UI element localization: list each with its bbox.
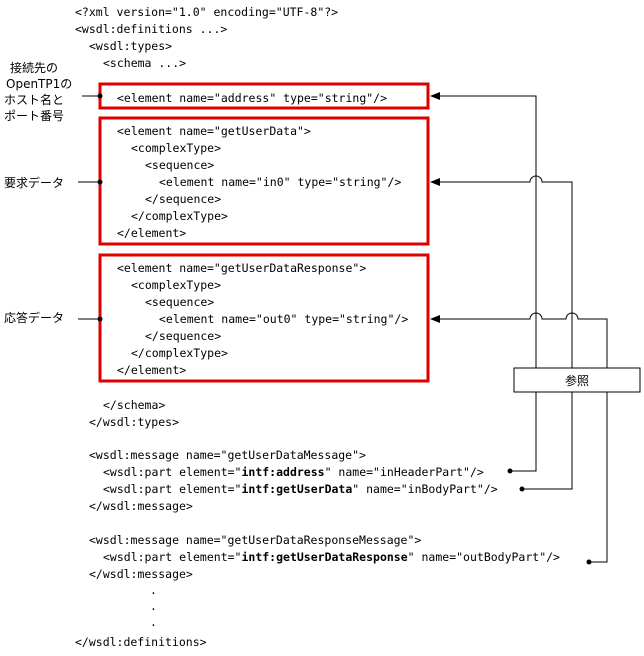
host-port-label-line: 接続先の bbox=[10, 60, 58, 75]
part2-ref: intf:getUserData bbox=[241, 482, 352, 496]
response-element-close: </element> bbox=[117, 363, 186, 377]
part3-suffix: " name="outBodyPart"/> bbox=[408, 550, 560, 564]
ellipsis-dot: . bbox=[150, 583, 157, 597]
getuserdata-complex-open: <complexType> bbox=[131, 141, 221, 155]
part3-prefix: <wsdl:part element=" bbox=[103, 550, 241, 564]
response-reference-connector bbox=[430, 312, 608, 563]
reference-label: 参照 bbox=[565, 373, 589, 388]
getuserdata-complex-close: </complexType> bbox=[131, 209, 228, 223]
definitions-open-line: <wsdl:definitions ...> bbox=[75, 22, 227, 36]
host-port-label-line: ポート番号 bbox=[4, 109, 64, 123]
types-open-line: <wsdl:types> bbox=[89, 39, 172, 53]
types-close-line: </wsdl:types> bbox=[89, 415, 179, 429]
getuserdata-sequence-close: </sequence> bbox=[145, 192, 221, 206]
element-address-line: <element name="address" type="string"/> bbox=[117, 91, 387, 105]
message1-part1-line: <wsdl:part element="intf:address" name="… bbox=[103, 465, 484, 479]
response-sequence-close: </sequence> bbox=[145, 329, 221, 343]
host-port-label-line: ホスト名と bbox=[4, 92, 64, 107]
message1-close-line: </wsdl:message> bbox=[89, 499, 193, 513]
part2-prefix: <wsdl:part element=" bbox=[103, 482, 241, 496]
ellipsis-dot: . bbox=[150, 599, 157, 613]
message2-close-line: </wsdl:message> bbox=[89, 567, 193, 581]
getuserdata-element-close: </element> bbox=[117, 226, 186, 240]
response-inner-element: <element name="out0" type="string"/> bbox=[159, 312, 408, 326]
schema-open-line: <schema ...> bbox=[103, 56, 186, 70]
response-leader-dot bbox=[97, 316, 103, 322]
message2-part-line: <wsdl:part element="intf:getUserDataResp… bbox=[103, 550, 560, 564]
response-sequence-open: <sequence> bbox=[145, 295, 214, 309]
getuserdata-inner-element: <element name="in0" type="string"/> bbox=[159, 175, 401, 189]
part1-prefix: <wsdl:part element=" bbox=[103, 465, 241, 479]
message2-open-line: <wsdl:message name="getUserDataResponseM… bbox=[89, 533, 421, 547]
definitions-close-line: </wsdl:definitions> bbox=[75, 635, 207, 649]
response-element-open: <element name="getUserDataResponse"> bbox=[117, 261, 366, 275]
address-reference-connector bbox=[430, 92, 537, 472]
part1-ref: intf:address bbox=[241, 465, 324, 479]
host-port-leader-dot bbox=[97, 93, 103, 99]
message1-open-line: <wsdl:message name="getUserDataMessage"> bbox=[89, 448, 366, 462]
part3-ref: intf:getUserDataResponse bbox=[241, 550, 407, 564]
response-reference-dot bbox=[586, 559, 592, 565]
getuserdata-reference-dot bbox=[519, 486, 525, 492]
getuserdata-reference-connector bbox=[430, 175, 573, 490]
request-leader-dot bbox=[97, 179, 103, 185]
getuserdata-element-open: <element name="getUserData"> bbox=[117, 124, 311, 138]
host-port-label-line: OpenTP1の bbox=[6, 77, 72, 91]
request-data-label: 要求データ bbox=[4, 175, 64, 190]
response-complex-close: </complexType> bbox=[131, 346, 228, 360]
getuserdata-sequence-open: <sequence> bbox=[145, 158, 214, 172]
address-reference-dot bbox=[507, 468, 513, 474]
message1-part2-line: <wsdl:part element="intf:getUserData" na… bbox=[103, 482, 498, 496]
schema-close-line: </schema> bbox=[103, 398, 165, 412]
part2-suffix: " name="inBodyPart"/> bbox=[352, 482, 497, 496]
reference-box bbox=[513, 367, 641, 393]
part1-suffix: " name="inHeaderPart"/> bbox=[325, 465, 484, 479]
response-complex-open: <complexType> bbox=[131, 278, 221, 292]
response-data-label: 応答データ bbox=[4, 310, 64, 325]
xml-declaration-line: <?xml version="1.0" encoding="UTF-8"?> bbox=[75, 5, 338, 19]
ellipsis-dot: . bbox=[150, 615, 157, 629]
